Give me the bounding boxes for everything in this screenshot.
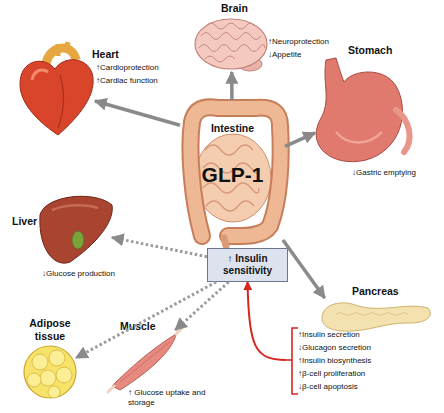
adipose-shape (24, 346, 76, 398)
fat-cell (56, 367, 72, 383)
liver-shape (40, 196, 112, 263)
liver-highlight (52, 205, 98, 210)
fat-cell (27, 373, 41, 387)
effect-arrow (230, 72, 234, 100)
effect-text: ↑Neuroprotection (268, 37, 329, 47)
brain-gyri (201, 33, 261, 40)
hormone-label: GLP-1 (180, 162, 285, 187)
heart-groove (58, 75, 64, 128)
effect-arrow (95, 101, 180, 125)
dotted-arrow (175, 282, 228, 330)
organ-label: Liver (12, 215, 37, 228)
stomach-shape (316, 58, 402, 162)
pancreas-shape (322, 303, 430, 331)
organ-label: Adipose tissue (24, 317, 76, 342)
organ-label: Heart (92, 48, 119, 61)
dotted-arrow (112, 238, 207, 257)
adipose-organ: Adipose tissue (24, 346, 76, 398)
dotted-arrow (76, 282, 216, 358)
brain-gyri (205, 56, 235, 62)
organ-label: Stomach (348, 44, 392, 57)
liver-organ: Liver↓Glucose production (38, 195, 112, 265)
brain-gyri (206, 23, 254, 29)
organ-label: Brain (221, 2, 248, 15)
heart-organ: Heart↑Cardioprotection↑Cardiac function (18, 45, 95, 135)
effect-arrow (283, 240, 325, 298)
vessel-shape (58, 42, 68, 56)
effect-text: ↓Glucose production (42, 269, 115, 279)
box-label: ↑ Insulin sensitivity (208, 253, 287, 277)
muscle-shape (112, 334, 176, 390)
muscle-fiber (120, 342, 170, 382)
muscle-organ: Muscle↑ Glucose uptake and storage (108, 330, 178, 388)
effect-text: ↑β-cell proliferation (298, 369, 365, 379)
fat-cell (32, 354, 48, 370)
effect-text: ↑Cardiac function (96, 76, 158, 86)
brain-shape (195, 19, 267, 69)
effect-bracket (286, 328, 298, 394)
fat-cell (49, 350, 65, 366)
fat-cell (40, 370, 56, 386)
organ-label: Pancreas (352, 285, 399, 298)
heart-shape (20, 60, 93, 135)
pancreas-organ: Pancreas↑Insulin secretion↓Glucagon secr… (286, 298, 434, 396)
stomach-highlight (336, 132, 382, 143)
effect-text: ↓Glucagon secretion (298, 343, 371, 353)
heart-highlight (32, 70, 48, 80)
pancreas-texture (336, 313, 408, 316)
effect-text: ↑Insulin biosynthesis (298, 356, 371, 366)
effect-text: ↓β-cell apoptosis (298, 382, 358, 392)
effect-text: ↑Insulin secretion (298, 330, 360, 340)
effect-arrow (285, 133, 315, 147)
effect-text: ↑ Glucose uptake and storage (128, 388, 206, 407)
effect-text: ↓Gastric emptying (352, 168, 416, 178)
organ-label: Muscle (120, 320, 156, 333)
stomach-organ: Stomach↓Gastric emptying (315, 60, 405, 165)
duodenum-shape (396, 110, 410, 152)
intestine-organ: IntestineGLP-1 (180, 100, 285, 240)
fat-cell (48, 386, 60, 398)
effect-text: ↓Appetite (268, 50, 301, 60)
brain-organ: Brain↑Neuroprotection↓Appetite (195, 18, 268, 72)
feedback-arrow (248, 282, 287, 360)
effect-text: ↑Cardioprotection (96, 63, 159, 73)
tendon-shape (108, 328, 182, 392)
brain-gyri (199, 45, 265, 52)
effect-box: ↑ Insulin sensitivity (207, 248, 288, 282)
rectum-shape (224, 238, 226, 246)
gallbladder-shape (72, 231, 84, 249)
organ-label: Intestine (180, 122, 285, 135)
